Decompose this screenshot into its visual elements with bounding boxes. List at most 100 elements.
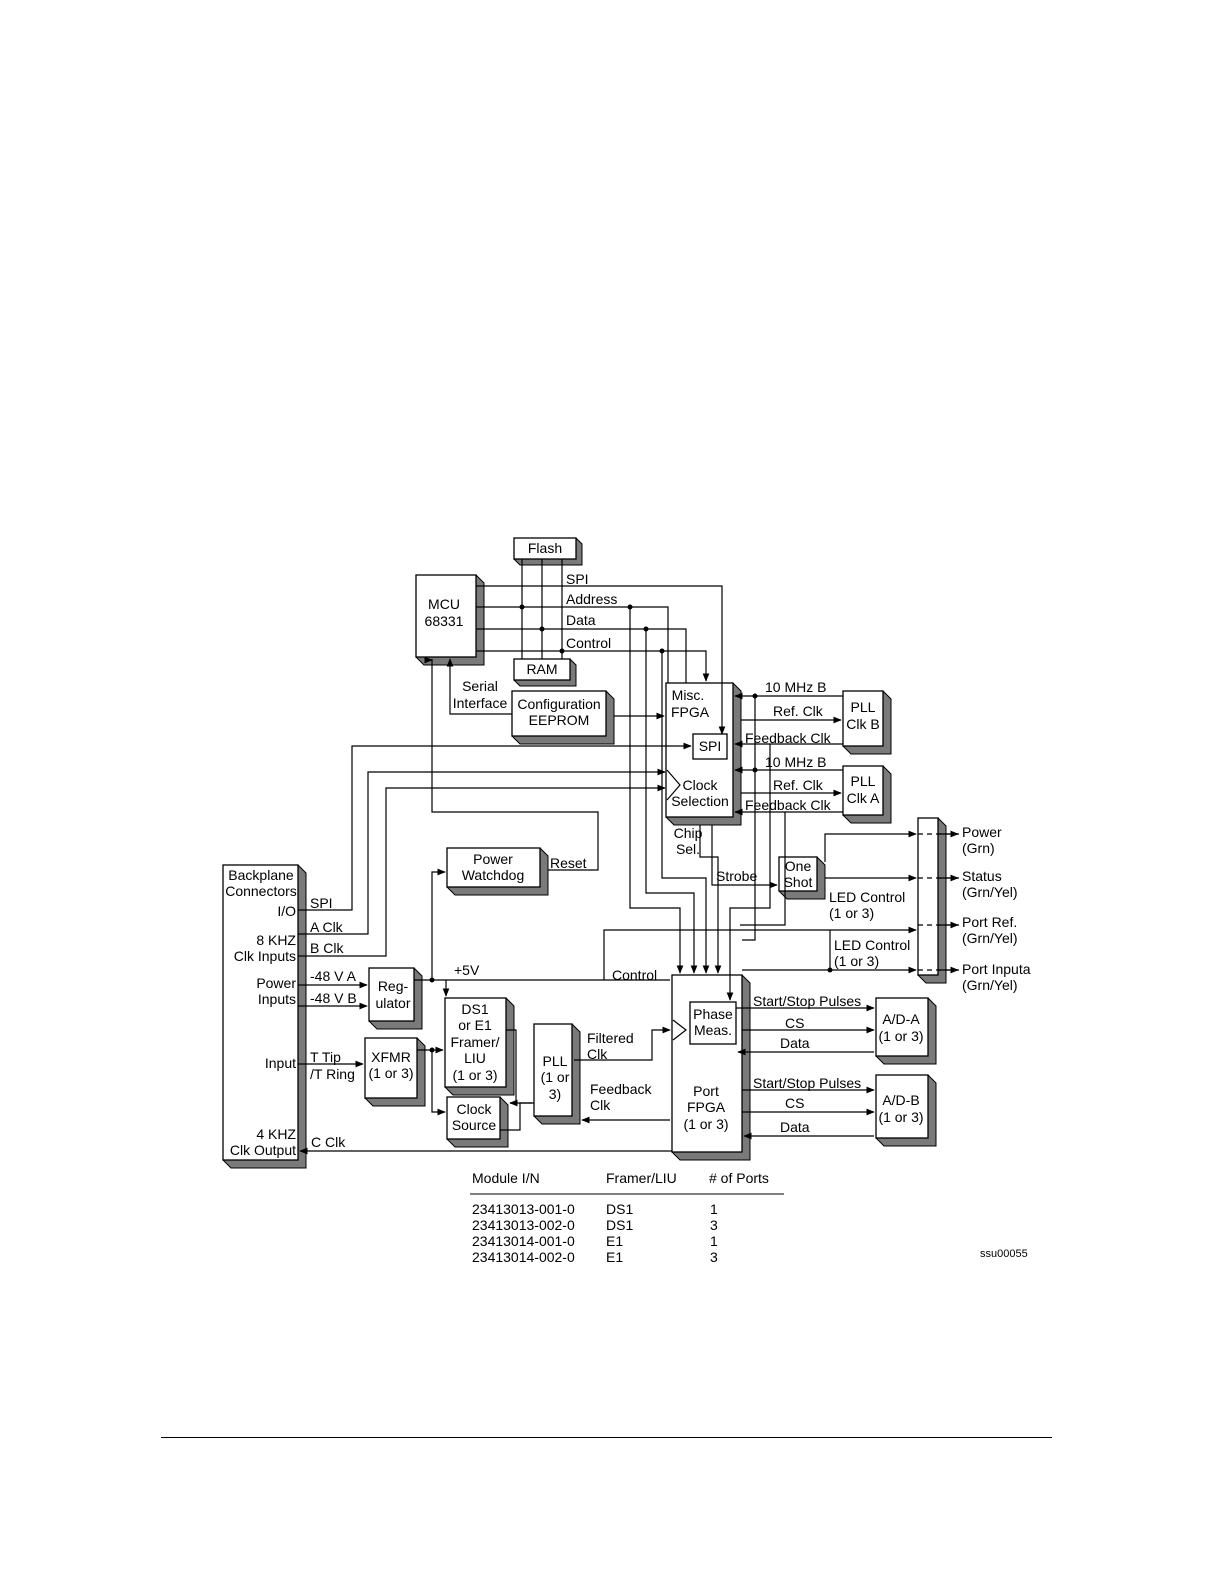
ad-b-block: A/D-B (1 or 3): [875, 1074, 937, 1147]
pll-b-label-2: Clk B: [846, 716, 879, 732]
pll-clk-b-block: PLL Clk B: [842, 690, 892, 755]
pll-label-3: 3): [549, 1086, 561, 1102]
sig-control-bottom: Control: [612, 967, 657, 983]
one-shot-label-2: Shot: [784, 874, 813, 890]
flash-label: Flash: [528, 540, 562, 556]
framer-label-4: LIU: [464, 1050, 486, 1066]
table-row-2-ports: 3: [710, 1217, 718, 1233]
sig-b-clk: B Clk: [310, 940, 344, 956]
sig-plus5v: +5V: [454, 962, 480, 978]
sig-chip-2: Sel.: [676, 841, 700, 857]
sig-feedback-clk-2: Feedback Clk: [745, 797, 832, 813]
sig-control: Control: [566, 635, 611, 651]
sig-4khz-2: Clk Output: [230, 1142, 296, 1158]
xfmr-label-2: (1 or 3): [368, 1065, 413, 1081]
ad-a-label-2: (1 or 3): [878, 1028, 923, 1044]
table-header-framer: Framer/LIU: [606, 1170, 677, 1186]
table-row-4-ports: 3: [710, 1249, 718, 1265]
ad-a-block: A/D-A (1 or 3): [875, 997, 937, 1065]
framer-label-1: DS1: [461, 1001, 488, 1017]
signal-labels: SPI Address Data Control Serial Interfac…: [230, 571, 910, 1158]
sig-10mhz-b-2: 10 MHz B: [765, 754, 826, 770]
sig-serial-1: Serial: [462, 678, 498, 694]
table-row-1-ports: 1: [710, 1201, 718, 1217]
port-fpga-label-3: (1 or 3): [683, 1116, 728, 1132]
one-shot-block: One Shot: [778, 856, 826, 900]
clock-source-label-1: Clock: [456, 1101, 492, 1117]
port-fpga-label-1: Port: [693, 1083, 719, 1099]
sig-serial-2: Interface: [453, 695, 508, 711]
led-portref-2: (Grn/Yel): [962, 930, 1018, 946]
sig-power-inputs-1: Power: [256, 975, 296, 991]
sig-chip-1: Chip: [674, 825, 703, 841]
misc-fpga-label-2: FPGA: [671, 704, 710, 720]
pll-a-label-1: PLL: [851, 773, 876, 789]
led-strip-block: [917, 817, 947, 984]
pll-label-1: PLL: [543, 1053, 568, 1069]
regulator-label-2: ulator: [375, 995, 410, 1011]
sig-led-1a: LED Control: [829, 889, 905, 905]
misc-fpga-label-1: Misc.: [672, 687, 705, 703]
spi-block-label: SPI: [699, 738, 722, 754]
led-power-2: (Grn): [962, 840, 995, 856]
clock-selection-block: Clock Selection: [666, 769, 729, 809]
sig-cs-2: CS: [785, 1095, 804, 1111]
table-row-3-ports: 1: [710, 1233, 718, 1249]
table-row-2-framer: DS1: [606, 1217, 633, 1233]
clock-source-label-2: Source: [452, 1117, 497, 1133]
watchdog-label-1: Power: [473, 851, 513, 867]
sig-a-clk: A Clk: [310, 919, 344, 935]
table-row-3-module: 23413014-001-0: [472, 1233, 575, 1249]
table-row-1-framer: DS1: [606, 1201, 633, 1217]
pll-a-label-2: Clk A: [847, 790, 880, 806]
pll-label-2: (1 or: [541, 1069, 570, 1085]
sig-led-2b: (1 or 3): [834, 953, 879, 969]
xfmr-label-1: XFMR: [371, 1049, 411, 1065]
pll-b-label-1: PLL: [851, 699, 876, 715]
framer-label-2: or E1: [458, 1017, 492, 1033]
clock-sel-label-1: Clock: [682, 777, 718, 793]
sig-reset: Reset: [550, 855, 587, 871]
sig-address: Address: [566, 591, 617, 607]
backplane-label-2: Connectors: [225, 883, 297, 899]
framer-block: DS1 or E1 Framer/ LIU (1 or 3): [444, 997, 515, 1096]
figure-id: ssu00055: [980, 1248, 1028, 1260]
wires: [298, 559, 960, 1155]
led-output-labels: Power (Grn) Status (Grn/Yel) Port Ref. (…: [962, 824, 1031, 993]
ram-label: RAM: [526, 661, 557, 677]
sig-10mhz-b-1: 10 MHz B: [765, 679, 826, 695]
mcu-label-1: MCU: [428, 596, 460, 612]
regulator-label-1: Reg-: [378, 978, 409, 994]
sig-filtered-2: Clk: [587, 1046, 608, 1062]
sig-8khz-2: Clk Inputs: [234, 948, 296, 964]
eeprom-label-2: EEPROM: [529, 712, 590, 728]
sig-feedback-clk-1: Feedback Clk: [745, 730, 832, 746]
sig-start-stop-1: Start/Stop Pulses: [753, 993, 861, 1009]
sig-ref-clk-1: Ref. Clk: [773, 703, 824, 719]
pll-clk-a-block: PLL Clk A: [842, 765, 892, 824]
sig-4khz-1: 4 KHZ: [256, 1126, 296, 1142]
table-row-1-module: 23413013-001-0: [472, 1201, 575, 1217]
eeprom-label-1: Configuration: [517, 696, 600, 712]
sig-led-2a: LED Control: [834, 937, 910, 953]
mcu-block: MCU 68331: [415, 574, 485, 666]
xfmr-block: XFMR (1 or 3): [364, 1037, 426, 1107]
config-eeprom-block: Configuration EEPROM: [511, 690, 615, 745]
table-row-4-module: 23413014-002-0: [472, 1249, 575, 1265]
sig-bp-spi: SPI: [310, 895, 333, 911]
sig-data-1: Data: [780, 1035, 810, 1051]
sig-minus48b: -48 V B: [310, 990, 357, 1006]
footer-rule: [161, 1437, 1052, 1438]
sig-ref-clk-2: Ref. Clk: [773, 777, 824, 793]
backplane-label-1: Backplane: [228, 867, 294, 883]
framer-label-3: Framer/: [451, 1034, 500, 1050]
led-portin-1: Port Inputa: [962, 961, 1031, 977]
table-row-2-module: 23413013-002-0: [472, 1217, 575, 1233]
backplane-block: Backplane Connectors: [222, 864, 307, 1169]
led-status-1: Status: [962, 868, 1002, 884]
sig-t-tip: T Tip: [310, 1049, 341, 1065]
table-row-4-framer: E1: [606, 1249, 623, 1265]
phase-label-2: Meas.: [694, 1022, 732, 1038]
watchdog-label-2: Watchdog: [462, 867, 525, 883]
sig-8khz-1: 8 KHZ: [256, 932, 296, 948]
